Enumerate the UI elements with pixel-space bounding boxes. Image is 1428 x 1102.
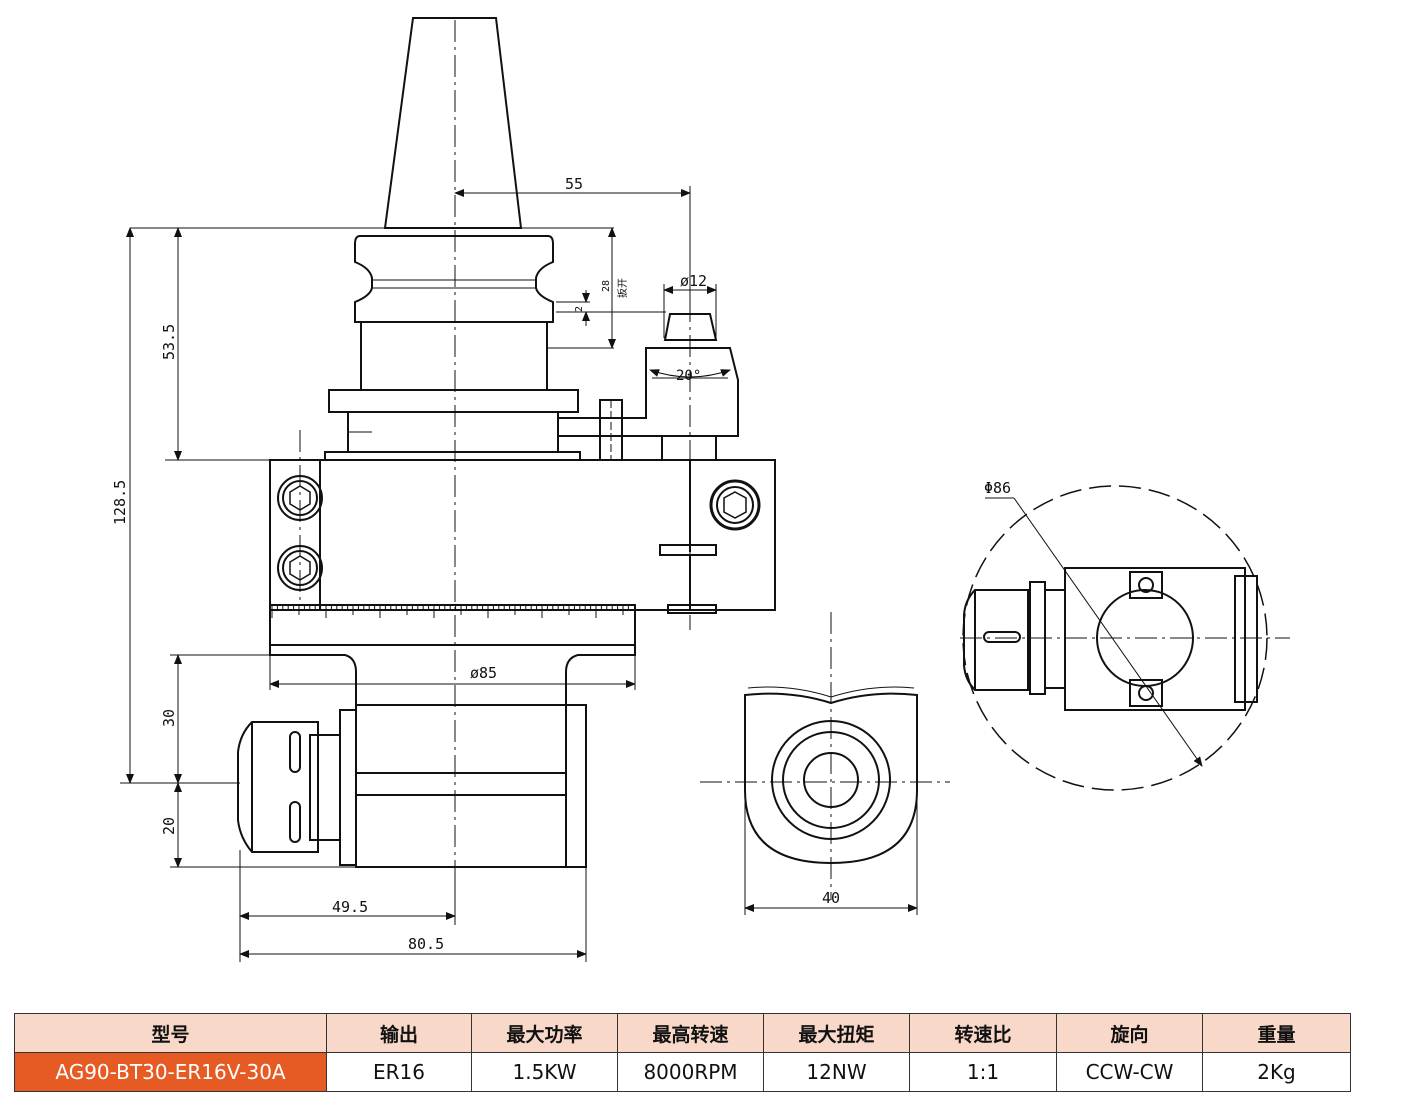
top-view [960, 485, 1290, 791]
header-max-power: 最大功率 [471, 1013, 618, 1053]
taper-shank [383, 17, 523, 229]
cell-weight: 2Kg [1202, 1052, 1351, 1092]
spec-table: 型号 输出 最大功率 最高转速 最大扭矩 转速比 旋向 重量 AG90-BT30… [14, 1013, 1351, 1092]
spindle-housing [355, 704, 587, 868]
dim-20: 20 [160, 817, 178, 835]
hex-screw-1 [277, 475, 323, 521]
dim-85: ø85 [470, 664, 497, 682]
hex-screw-2 [277, 545, 323, 591]
header-speed-ratio: 转速比 [909, 1013, 1057, 1053]
spec-data-row: AG90-BT30-ER16V-30A ER16 1.5KW 8000RPM 1… [14, 1052, 1351, 1092]
cell-rotation: CCW-CW [1056, 1052, 1203, 1092]
dim-55: 55 [565, 175, 583, 193]
header-rotation: 旋向 [1056, 1013, 1203, 1053]
header-weight: 重量 [1202, 1013, 1351, 1053]
hex-screw-3 [709, 479, 761, 531]
main-housing [269, 459, 776, 611]
front-view [237, 17, 776, 925]
technical-drawing: 55 ø12 28 扳开 2 20° 53.5 128.5 30 20 ø85 … [111, 17, 1290, 962]
dim-49-5: 49.5 [332, 898, 368, 916]
dim-12: ø12 [680, 272, 707, 290]
scale-plate [269, 604, 636, 646]
side-view [700, 612, 950, 915]
dim-28: 28 [601, 280, 612, 292]
front-dimensions [120, 186, 731, 962]
dim-40: 40 [822, 889, 840, 907]
dim-53-5: 53.5 [160, 324, 178, 360]
dim-30: 30 [160, 709, 178, 727]
cell-max-torque: 12NW [763, 1052, 910, 1092]
cell-model: AG90-BT30-ER16V-30A [14, 1052, 327, 1092]
header-max-torque: 最大扭矩 [763, 1013, 910, 1053]
cell-output: ER16 [326, 1052, 472, 1092]
dim-80-5: 80.5 [408, 935, 444, 953]
flange [354, 235, 554, 323]
dim-128-5: 128.5 [111, 480, 129, 525]
collet-nut [237, 721, 319, 853]
header-max-speed: 最高转速 [617, 1013, 764, 1053]
cell-max-power: 1.5KW [471, 1052, 618, 1092]
header-output: 输出 [326, 1013, 472, 1053]
spec-header-row: 型号 输出 最大功率 最高转速 最大扭矩 转速比 旋向 重量 [14, 1013, 1351, 1053]
stop-block [557, 347, 739, 437]
header-model: 型号 [14, 1013, 327, 1053]
dim-angle: 20° [676, 368, 701, 384]
dim-2: 2 [574, 306, 585, 312]
dim-86: Φ86 [984, 479, 1011, 497]
cell-speed-ratio: 1:1 [909, 1052, 1057, 1092]
dim-wrench-label: 扳开 [616, 278, 629, 298]
cell-max-speed: 8000RPM [617, 1052, 764, 1092]
